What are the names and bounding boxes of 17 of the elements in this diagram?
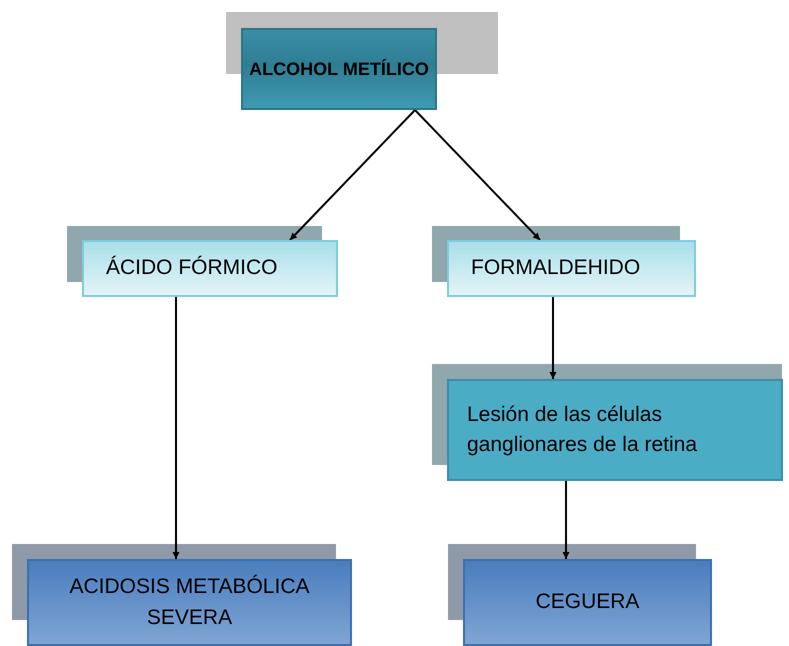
outcome-box: [27, 559, 352, 646]
process-box: [447, 379, 783, 481]
arrow: [172, 297, 180, 559]
node-label: ALCOHOL METÍLICO: [249, 58, 429, 81]
node-label: ACIDOSIS METABÓLICA SEVERA: [68, 574, 310, 630]
process-box: [82, 240, 338, 297]
title-box: [241, 28, 437, 110]
arrow: [289, 109, 416, 241]
outcome-box: [463, 559, 712, 646]
process-box: [447, 240, 696, 297]
node-label: Lesión de las células ganglionares de la retina: [467, 402, 698, 458]
arrow: [414, 109, 541, 241]
arrow: [562, 481, 570, 559]
node-label: FORMALDEHIDO: [471, 255, 640, 282]
arrow: [550, 297, 556, 379]
node-label: ÁCIDO FÓRMICO: [106, 254, 278, 282]
node-label: CEGUERA: [536, 589, 640, 616]
